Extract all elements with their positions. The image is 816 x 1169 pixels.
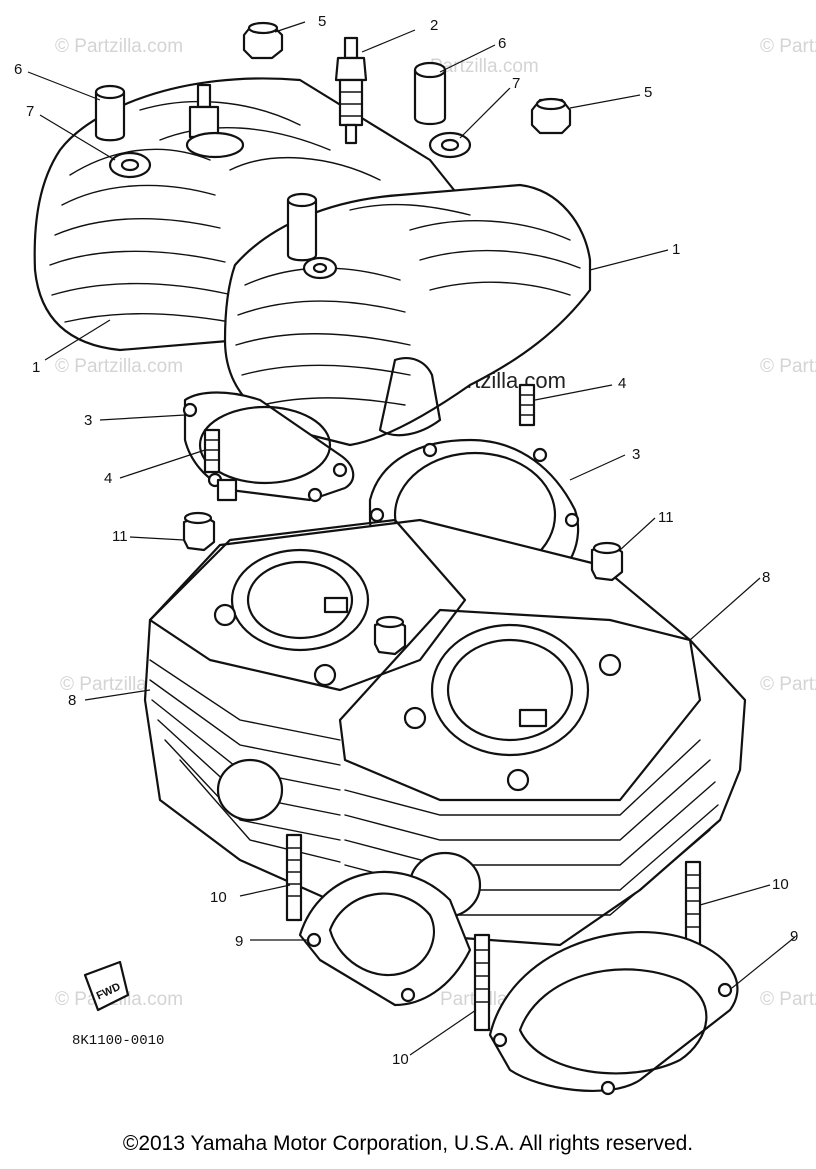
callout-10: 10 [210, 889, 227, 906]
head-bolt-right [590, 541, 624, 582]
spark-plug-rear [185, 83, 245, 159]
callout-4: 4 [104, 470, 112, 487]
head-bolt-left [182, 511, 216, 552]
callout-6: 6 [498, 35, 506, 52]
watermark: © Partzilla.com [55, 36, 183, 57]
callout-5: 5 [318, 13, 326, 30]
callout-8: 8 [68, 692, 76, 709]
callout-3: 3 [632, 446, 640, 463]
watermark: © Partzilla.com [760, 674, 816, 695]
watermark: © Partzilla.com [760, 989, 816, 1010]
dowel-pin-left [203, 428, 238, 502]
callout-11: 11 [658, 509, 674, 526]
watermark: Partzilla.com [430, 56, 539, 77]
head-washer-left [108, 151, 152, 179]
callout-7: 7 [512, 75, 520, 92]
callout-7: 7 [26, 103, 34, 120]
callout-10: 10 [392, 1051, 409, 1068]
callout-9: 9 [790, 928, 798, 945]
fwd-arrow-icon: FWD [83, 960, 130, 1012]
callout-11: 11 [112, 528, 128, 545]
head-washer-right [428, 131, 472, 159]
callout-10: 10 [772, 876, 789, 893]
callout-4: 4 [618, 375, 626, 392]
acorn-nut-left [242, 21, 284, 60]
head-bolt-center [373, 615, 407, 656]
callout-2: 2 [430, 17, 438, 34]
callout-6: 6 [14, 61, 22, 78]
acorn-nut-right [530, 97, 572, 135]
base-gasket-rear [298, 870, 472, 1007]
base-gasket-front [488, 931, 739, 1096]
callout-5: 5 [644, 84, 652, 101]
callout-3: 3 [84, 412, 92, 429]
spark-plug [334, 36, 368, 145]
callout-1: 1 [32, 359, 40, 376]
watermark: © Partzilla.com [55, 356, 183, 377]
callout-8: 8 [762, 569, 770, 586]
dowel-pin-right [518, 383, 536, 427]
diagram-code: 8K1100-0010 [72, 1033, 164, 1049]
watermark: © Partzilla.com [760, 356, 816, 377]
head-sleeve-center [286, 192, 338, 280]
head-sleeve-left [94, 84, 126, 142]
copyright-notice: ©2013 Yamaha Motor Corporation, U.S.A. A… [122, 1132, 694, 1155]
cylinder-block [143, 518, 747, 947]
watermark: © Partzilla.com [760, 36, 816, 57]
callout-9: 9 [235, 933, 243, 950]
base-stud-left [285, 833, 303, 922]
callout-1: 1 [672, 241, 680, 258]
callouts: 6 7 5 2 6 7 5 1 1 3 4 4 3 11 11 8 8 10 9… [14, 13, 798, 1068]
leader-lines [27, 21, 796, 1056]
base-stud-bottom [473, 933, 491, 1032]
